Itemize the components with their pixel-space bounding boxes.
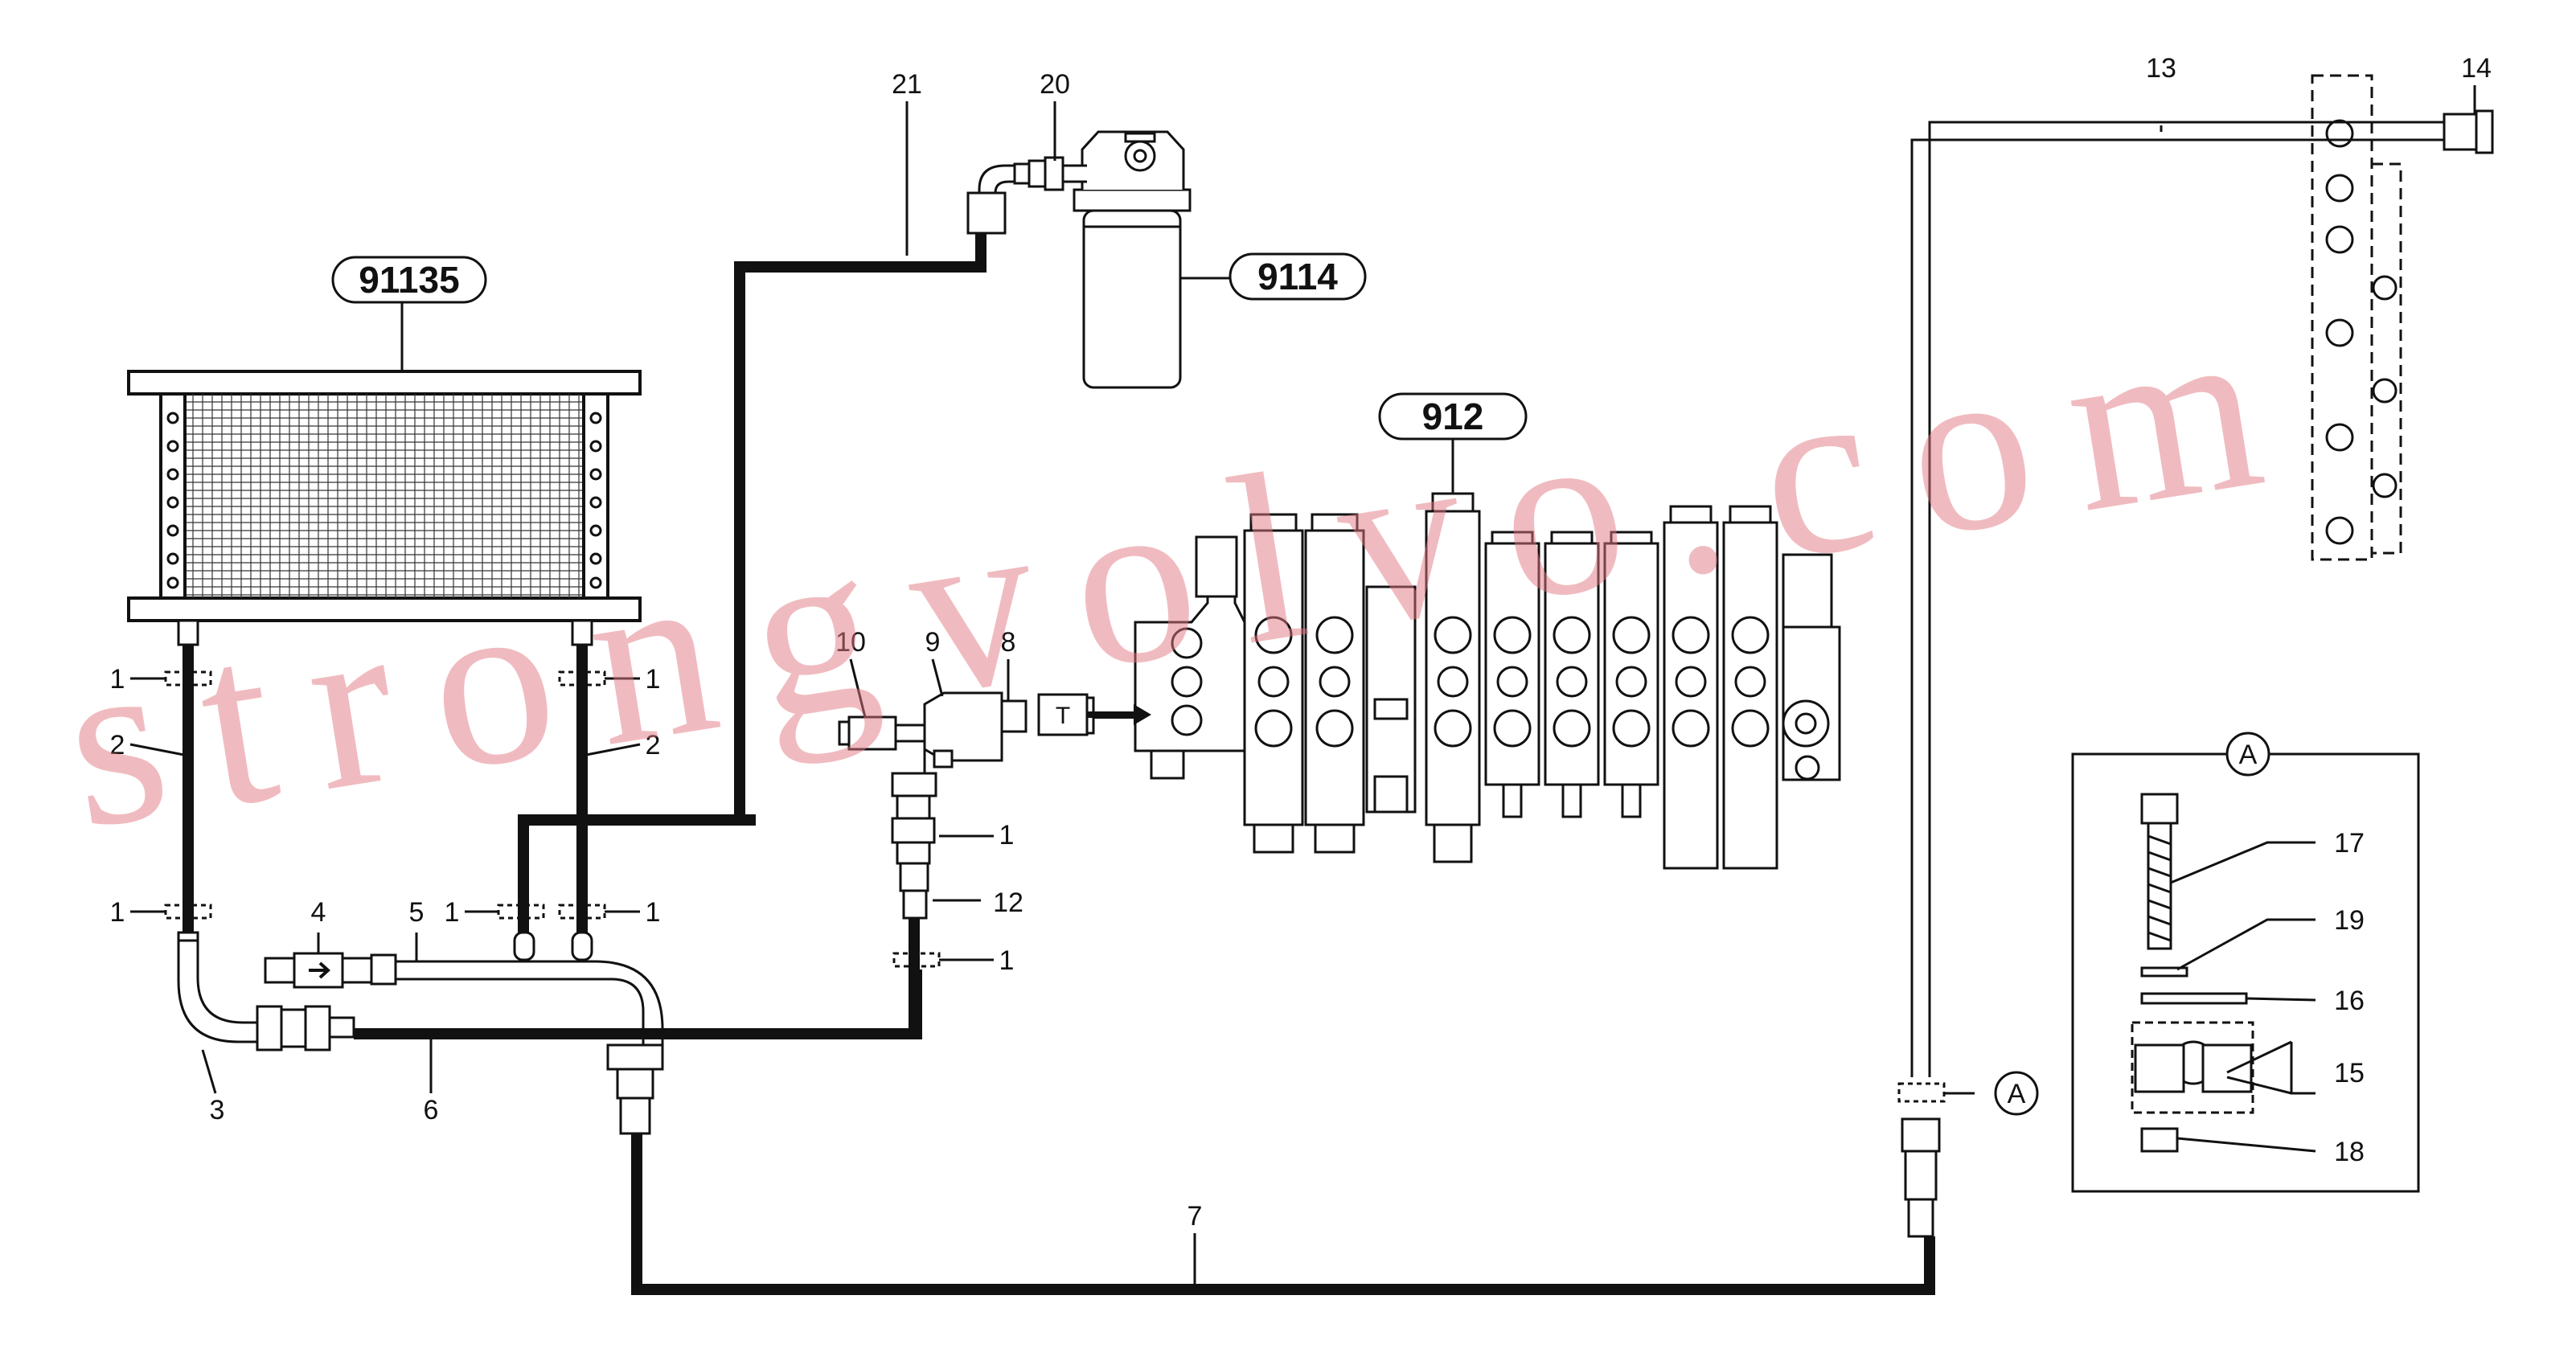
part-12: 12 — [993, 887, 1023, 918]
ref-912: 912 — [1422, 396, 1484, 437]
control-valve — [1134, 492, 1841, 870]
part-2-b: 2 — [646, 730, 661, 760]
part-4: 4 — [311, 897, 326, 928]
part-1-a: 1 — [110, 664, 125, 695]
part-20: 21 — [892, 69, 922, 100]
part-2-a: 2 — [110, 730, 125, 760]
part-21: 20 — [1040, 69, 1070, 100]
hose-20 — [734, 233, 987, 820]
pipe-5 — [273, 978, 645, 1045]
part-7: 7 — [1188, 1201, 1203, 1232]
callout-valve: 912 — [1378, 392, 1528, 441]
pipe-13 — [1910, 138, 2444, 1077]
part-6: 6 — [424, 1095, 439, 1125]
fitting-6 — [256, 1005, 283, 1051]
cooler-core-grid — [187, 394, 582, 598]
part-leaders — [129, 85, 2476, 1289]
part-3: 3 — [210, 1095, 225, 1125]
part-17: 17 — [2334, 828, 2365, 859]
thin-pipes — [177, 121, 2444, 1077]
part-14: 14 — [2461, 53, 2492, 84]
bracket-holes — [2325, 119, 2398, 545]
part-1-f: 1 — [445, 897, 460, 928]
cooler-bolts — [166, 412, 602, 589]
part-5: 5 — [409, 897, 425, 928]
callout-cooler: 91135 — [331, 256, 487, 304]
pipe-5b — [273, 960, 664, 1045]
callout-filter: 9114 — [1180, 252, 1367, 301]
part-13: 13 — [2146, 53, 2176, 84]
hydraulic-filter — [966, 130, 1192, 389]
frame-bracket — [2311, 74, 2402, 561]
detail-a-frame — [2071, 752, 2420, 1193]
fittings — [177, 109, 2494, 1238]
clamp-leaders — [130, 677, 1975, 1095]
washer-19 — [2140, 966, 2188, 978]
bolt-17-head — [2140, 793, 2179, 825]
cooler-outlet-fittings — [177, 619, 593, 646]
detail-a-leaders — [2170, 841, 2316, 1153]
tank-box: T — [1037, 693, 1151, 736]
ref-91135: 91135 — [359, 259, 459, 301]
part-16: 16 — [2334, 986, 2365, 1016]
oil-cooler — [127, 370, 642, 622]
detail-a-marker-pipe: A — [2008, 1079, 2026, 1109]
fitting-4 — [264, 957, 296, 984]
part-1-d: 1 — [999, 945, 1015, 976]
nut-18 — [2140, 1127, 2179, 1153]
part-1-e: 1 — [110, 897, 125, 928]
part-15: 15 — [2334, 1058, 2365, 1088]
pipe-3 — [177, 937, 257, 1043]
part-numbers: 21 20 13 14 10 9 8 1 1 2 2 1 12 1 1 1 1 … — [110, 53, 2492, 1232]
pipe-3b — [196, 937, 257, 1024]
hose-return-top — [518, 814, 756, 933]
tank-letter: T — [1056, 703, 1070, 729]
detail-a-parts — [2131, 793, 2254, 1153]
hose-12 — [756, 918, 920, 1039]
part-1-g: 1 — [646, 897, 661, 928]
part-1-c: 1 — [999, 820, 1015, 851]
part-1-b: 1 — [646, 664, 661, 695]
part-19: 19 — [2334, 905, 2365, 936]
part-10: 10 — [835, 627, 866, 658]
pipe-13b — [1928, 121, 2444, 1077]
detail-markers: A A — [1994, 732, 2270, 1116]
hose-7 — [631, 1133, 1935, 1295]
ref-9114: 9114 — [1257, 256, 1338, 297]
part-8: 8 — [1001, 627, 1016, 658]
part-9: 9 — [925, 627, 941, 658]
detail-a-marker-top: A — [2239, 740, 2258, 770]
plate-16 — [2140, 992, 2248, 1005]
part-18: 18 — [2334, 1137, 2365, 1167]
